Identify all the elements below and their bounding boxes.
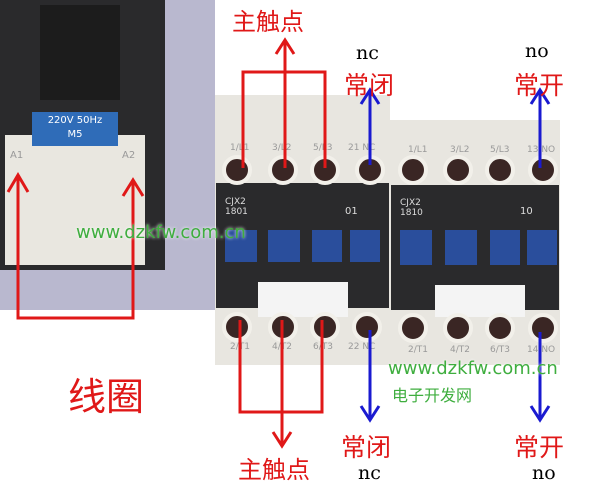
aux-code: 10 xyxy=(520,206,533,217)
term-label: 21 NC xyxy=(348,143,376,153)
rating-voltage: 220V 50Hz xyxy=(47,115,103,126)
contactor-top xyxy=(40,5,120,100)
rating-model: M5 xyxy=(67,129,83,140)
no-top-label: no xyxy=(525,40,549,62)
model-line1: CJX2 xyxy=(400,198,421,208)
term-label: 6/T3 xyxy=(490,345,510,355)
blue-arrows xyxy=(359,87,551,423)
aux-code: 01 xyxy=(345,206,358,217)
slider-plate xyxy=(258,282,348,317)
no-bottom-label: no xyxy=(532,462,556,484)
no-top-cn-label: 常开 xyxy=(514,71,565,100)
slider-plate xyxy=(435,285,525,317)
model-line2: 1801 xyxy=(225,207,248,217)
term-label: 3/L2 xyxy=(272,143,292,153)
nc-bottom-label: nc xyxy=(358,462,381,484)
term-label: 3/L2 xyxy=(450,145,470,155)
term-label: 1/L1 xyxy=(230,143,250,153)
term-label: 2/T1 xyxy=(408,345,428,355)
nc-top-cn-label: 常闭 xyxy=(344,71,395,100)
watermark-url: www.dzkfw.com.cn xyxy=(76,222,246,243)
main-contacts-top-label: 主触点 xyxy=(232,8,304,36)
nc-top-label: nc xyxy=(356,42,379,64)
coil-terminal-block xyxy=(5,135,145,265)
term-label: 5/L3 xyxy=(313,143,333,153)
no-bottom-cn-label: 常开 xyxy=(514,433,565,462)
terminal-a1-label: A1 xyxy=(10,150,24,161)
watermark-url: www.dzkfw.com.cn xyxy=(388,358,558,379)
coil-label: 线圈 xyxy=(68,375,145,419)
main-contacts-bottom-label: 主触点 xyxy=(238,456,310,484)
term-label: 22 NC xyxy=(348,342,376,352)
term-label: 4/T2 xyxy=(450,345,470,355)
term-label: 1/L1 xyxy=(408,145,428,155)
terminal-a2-label: A2 xyxy=(122,150,136,161)
term-label: 5/L3 xyxy=(490,145,510,155)
model-line2: 1810 xyxy=(400,208,423,218)
red-arrows xyxy=(6,37,327,449)
nc-bottom-cn-label: 常闭 xyxy=(341,433,392,462)
watermark-site-name: 电子开发网 xyxy=(392,386,473,405)
model-line1: CJX2 xyxy=(225,197,246,207)
